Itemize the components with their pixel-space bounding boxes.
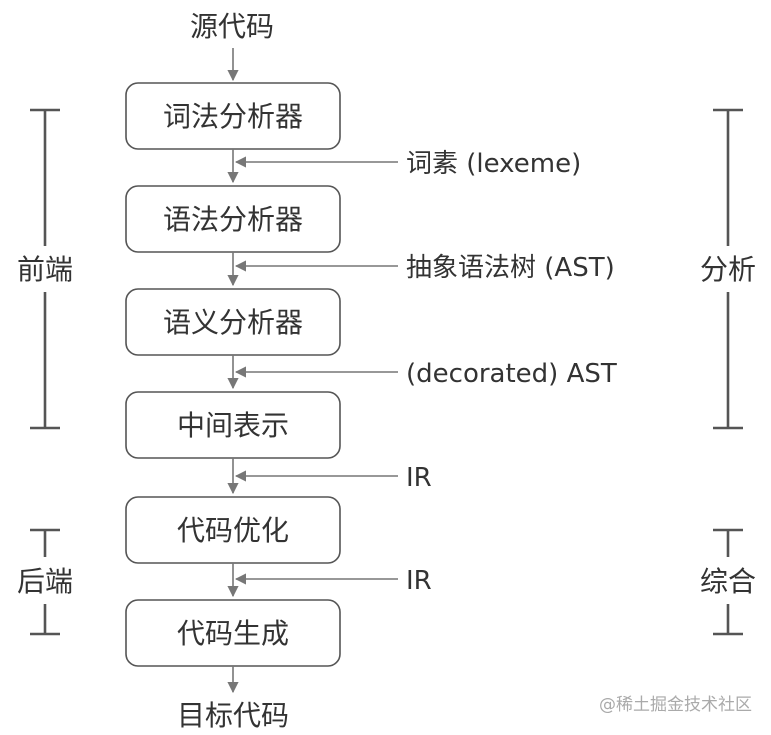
- artifact-ast-label: 抽象语法树 (AST): [406, 253, 615, 283]
- bracket-analysis: [713, 108, 743, 430]
- stage-parser-label: 语法分析器: [163, 203, 303, 236]
- stage-code-generation: 代码生成: [125, 599, 341, 667]
- group-backend-label: 后端: [17, 565, 73, 598]
- watermark-text: @稀土掘金技术社区: [599, 695, 752, 715]
- group-analysis-label: 分析: [700, 253, 756, 286]
- bracket-synthesis: [713, 528, 743, 636]
- stage-intermediate-representation: 中间表示: [125, 391, 341, 459]
- stage-intermediate-representation-label: 中间表示: [177, 409, 289, 442]
- group-frontend-label: 前端: [17, 253, 73, 286]
- stage-semantic-analyzer: 语义分析器: [125, 288, 341, 356]
- bracket-backend: [30, 528, 60, 636]
- target-code-label: 目标代码: [177, 699, 289, 732]
- bracket-frontend: [30, 108, 60, 430]
- stage-code-generation-label: 代码生成: [177, 617, 289, 650]
- stage-lexer: 词法分析器: [125, 82, 341, 150]
- stage-semantic-analyzer-label: 语义分析器: [163, 306, 303, 339]
- artifact-ir-label-2: IR: [406, 566, 432, 596]
- stage-lexer-label: 词法分析器: [163, 100, 303, 133]
- stage-code-optimization: 代码优化: [125, 496, 341, 564]
- group-synthesis-label: 综合: [700, 565, 756, 598]
- stage-parser: 语法分析器: [125, 185, 341, 253]
- stage-code-optimization-label: 代码优化: [177, 514, 289, 547]
- artifact-lexeme-label: 词素 (lexeme): [406, 149, 581, 179]
- artifact-ir-label-1: IR: [406, 463, 432, 493]
- source-code-label: 源代码: [190, 10, 274, 43]
- artifact-decorated-ast-label: (decorated) AST: [406, 359, 617, 389]
